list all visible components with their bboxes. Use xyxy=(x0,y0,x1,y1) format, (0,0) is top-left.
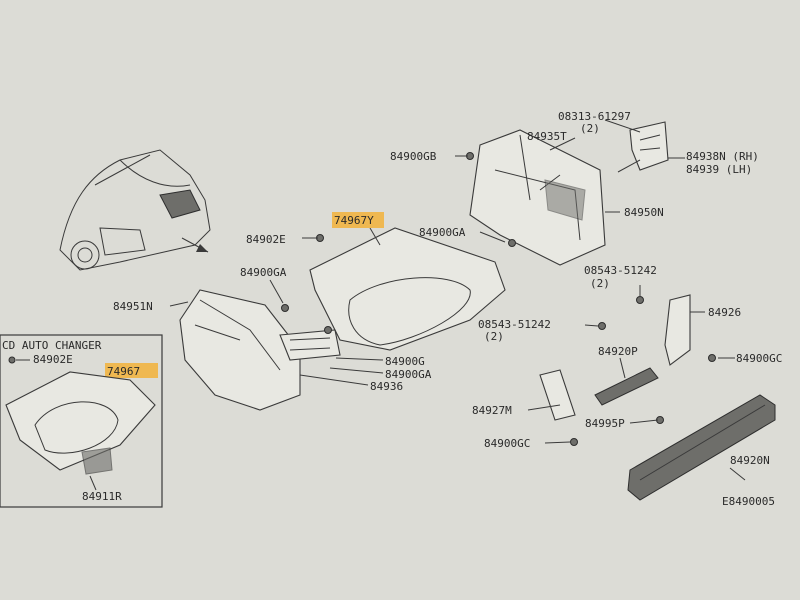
inset-cd-auto-changer: CD AUTO CHANGER 84902E 74967 84911R xyxy=(0,334,163,508)
label-84935t: 84935T xyxy=(527,130,567,143)
part-84950n-panel xyxy=(469,129,606,266)
label-84900ga-top: 84900GA xyxy=(419,226,466,239)
label-84900gb: 84900GB xyxy=(390,150,437,163)
label-84936: 84936 xyxy=(370,380,403,393)
label-84951n: 84951N xyxy=(113,300,153,313)
label-08543-51242-a: 08543-51242 xyxy=(584,264,657,277)
highlight-74967 xyxy=(105,363,158,378)
label-74967: 74967 xyxy=(107,365,140,378)
label-84950n: 84950N xyxy=(624,206,664,219)
label-74967y: 74967Y xyxy=(334,214,374,227)
label-08543-a-qty: (2) xyxy=(590,277,610,290)
part-84938n-bracket xyxy=(617,121,669,173)
label-84900ga-mid: 84900GA xyxy=(385,368,432,381)
part-74967y-floor-mat xyxy=(309,227,506,351)
highlight-74967y xyxy=(332,212,384,228)
figure-code: E8490005 xyxy=(722,495,775,508)
label-84939: 84939 (LH) xyxy=(686,163,752,176)
part-84951n-panel xyxy=(179,289,301,411)
part-84936-bracket xyxy=(279,329,341,361)
label-08313-qty: (2) xyxy=(580,122,600,135)
label-84902e-inset: 84902E xyxy=(33,353,73,366)
label-84911r: 84911R xyxy=(82,490,122,503)
fasteners xyxy=(281,152,716,446)
label-08543-b-qty: (2) xyxy=(484,330,504,343)
label-84926: 84926 xyxy=(708,306,741,319)
part-84920n-sill xyxy=(627,394,776,501)
label-84900ga-left: 84900GA xyxy=(240,266,287,279)
label-08313-61297: 08313-61297 xyxy=(558,110,631,123)
car-illustration xyxy=(59,149,211,271)
part-84927m-bracket xyxy=(539,369,576,421)
label-84920n: 84920N xyxy=(730,454,770,467)
part-84926-strip xyxy=(664,294,691,366)
callout-labels: 84900GB 84935T 08313-61297 (2) 84938N (R… xyxy=(113,110,782,508)
inset-title: CD AUTO CHANGER xyxy=(2,339,102,352)
label-84938n: 84938N (RH) xyxy=(686,150,759,163)
label-84927m: 84927M xyxy=(472,404,512,417)
label-84995p: 84995P xyxy=(585,417,625,430)
label-84900gc-left: 84900GC xyxy=(484,437,530,450)
leader-lines xyxy=(169,119,746,481)
part-84920p xyxy=(594,367,659,406)
label-84902e: 84902E xyxy=(246,233,286,246)
label-84900gc-right: 84900GC xyxy=(736,352,782,365)
label-08543-51242-b: 08543-51242 xyxy=(478,318,551,331)
label-84920p: 84920P xyxy=(598,345,638,358)
label-84900g: 84900G xyxy=(385,355,425,368)
